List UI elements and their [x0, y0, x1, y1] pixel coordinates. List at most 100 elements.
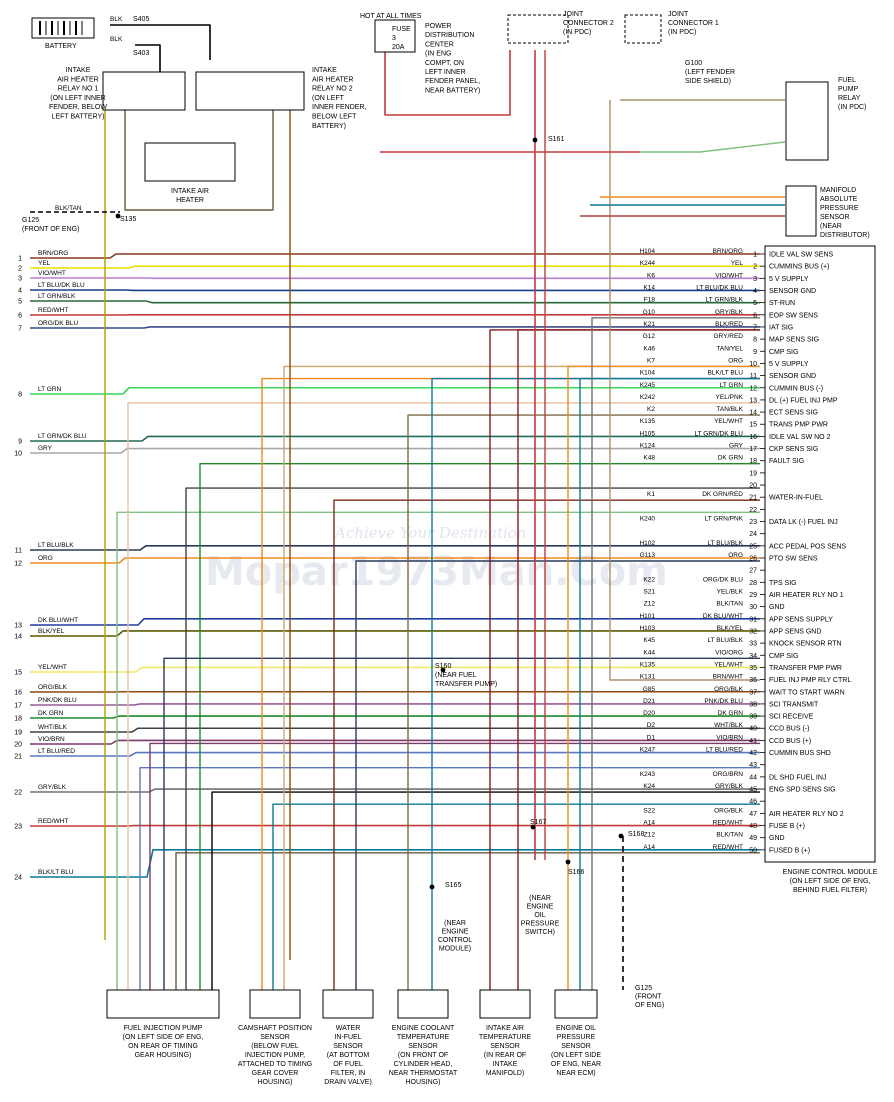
s135-label: S135 — [120, 216, 136, 223]
circuit-code: A14 — [643, 820, 655, 827]
left-wire-number: 13 — [14, 623, 22, 630]
left-wire-color: GRY/BLK — [38, 784, 67, 791]
watermark: Achieve Your Destination Mopar1973Man.Co… — [205, 524, 668, 595]
component-label: SENSOR — [333, 1043, 363, 1050]
circuit-code: D1 — [647, 734, 656, 741]
ecm-pin-function: APP SENS GND — [769, 628, 821, 635]
wire-color-label: YEL — [731, 260, 744, 267]
ecm-pin-number: 7 — [753, 324, 757, 331]
left-wire-color: DK BLU/WHT — [38, 617, 78, 624]
circuit-code: K135 — [640, 418, 656, 425]
circuit-code: H101 — [639, 613, 655, 620]
component-label: (ON LEFT SIDE OF ENG, — [123, 1034, 204, 1041]
wire-color-label: DK BLU/WHT — [703, 613, 743, 620]
wire-color-label: LT BLU/RED — [706, 747, 743, 754]
left-wire-number: 9 — [18, 439, 22, 446]
left-wire-color: LT BLU/RED — [38, 748, 75, 755]
ecm-pin-number: 34 — [749, 653, 757, 660]
heater-box — [144, 142, 236, 182]
map-sensor-label: ABSOLUTE — [820, 196, 858, 203]
left-wire-number: 24 — [14, 875, 22, 882]
wire-color-label: BLK/TAN — [55, 205, 82, 212]
ecm-pin-function: CMP SIG — [769, 349, 798, 356]
fuel-pump-relay-label: PUMP — [838, 86, 859, 93]
circuit-code: H104 — [639, 248, 655, 255]
ecm-pin-number: 47 — [749, 811, 757, 818]
ecm-pin-number: 19 — [749, 470, 757, 477]
wire-color-label: LT GRN — [720, 382, 744, 389]
component-label: CAMSHAFT POSITION — [238, 1025, 312, 1032]
ecm-note: CONTROL — [438, 937, 472, 944]
component-label: SENSOR — [260, 1034, 290, 1041]
splice-dot — [115, 213, 121, 219]
component-label: (ON LEFT SIDE — [551, 1052, 601, 1059]
left-wire-number: 23 — [14, 824, 22, 831]
left-wire-color: LT BLU/BLK — [38, 542, 74, 549]
wire-color-label: VIO/BRN — [716, 734, 743, 741]
left-wire-number: 20 — [14, 742, 22, 749]
component-label: (IN REAR OF — [484, 1052, 526, 1059]
jc2-box — [507, 14, 569, 44]
left-wire-number: 5 — [18, 299, 22, 306]
ecm-pin-function: WAIT TO START WARN — [769, 689, 845, 696]
ecm-pin-number: 35 — [749, 665, 757, 672]
component-box — [554, 989, 598, 1019]
ecm-pin-number: 25 — [749, 543, 757, 550]
ecm-pin-function: SENSOR GND — [769, 373, 816, 380]
ecm-pin-number: 1 — [753, 252, 757, 259]
component-label: (AT BOTTOM — [327, 1052, 370, 1059]
component-label: INJECTION PUMP, — [245, 1052, 305, 1059]
circuit-code: D21 — [643, 698, 655, 705]
map-sensor-label: (NEAR — [820, 223, 842, 230]
pdc-label: FENDER PANEL, — [425, 78, 480, 85]
component-label: ON REAR OF TIMING — [128, 1043, 198, 1050]
ecm-pin-function: CUMMINS BUS (+) — [769, 264, 829, 271]
circuit-code: H105 — [639, 430, 655, 437]
circuit-code: S21 — [643, 588, 655, 595]
battery-label: BATTERY — [45, 43, 77, 50]
harness-wire — [30, 253, 760, 259]
map-sensor-box — [785, 185, 817, 237]
component-label: GEAR HOUSING) — [135, 1052, 192, 1059]
component-label: IN-FUEL — [334, 1034, 361, 1041]
left-wire-number: 2 — [18, 266, 22, 273]
circuit-code: H102 — [639, 540, 655, 547]
left-wire-color: ORG/BLK — [38, 684, 68, 691]
g125b-label: (FRONT — [635, 994, 662, 1001]
wire-color-label: ORG/BLK — [714, 807, 744, 814]
s166-label: S166 — [568, 869, 584, 876]
ecm-pin-number: 18 — [749, 458, 757, 465]
jc1-label: CONNECTOR 1 — [668, 20, 719, 27]
harness-wire — [30, 715, 760, 719]
heater-label: HEATER — [176, 197, 204, 204]
sensor-wire — [127, 402, 760, 990]
sensor-wire — [591, 317, 760, 990]
ecm-pin-number: 46 — [749, 799, 757, 806]
left-wire-number: 4 — [18, 288, 22, 295]
left-wire-number: 17 — [14, 703, 22, 710]
fuel-pump-relay-label: RELAY — [838, 95, 861, 102]
ecm-pin-number: 24 — [749, 531, 757, 538]
ecm-pin-number: 39 — [749, 714, 757, 721]
ecm-pin-function: CCD BUS (-) — [769, 726, 809, 733]
ecm-box — [764, 245, 876, 863]
ecm-pin-number: 10 — [749, 361, 757, 368]
circuit-code: H103 — [639, 625, 655, 632]
ecm-title: (ON LEFT SIDE OF ENG, — [790, 878, 871, 885]
g125-label: (FRONT OF ENG) — [22, 226, 79, 233]
wire-color-label: BLK/LT BLU — [707, 370, 743, 377]
circuit-code: K135 — [640, 661, 656, 668]
wire-color-label: ORG/BLK — [714, 686, 744, 693]
relay2-label: INNER FENDER, — [312, 104, 367, 111]
circuit-code: K104 — [640, 370, 656, 377]
left-wire-number: 8 — [18, 392, 22, 399]
component-box — [397, 989, 449, 1019]
ecm-pin-number: 6 — [753, 312, 757, 319]
component-box — [249, 989, 301, 1019]
ecm-pin-function: AIR HEATER RLY NO 2 — [769, 811, 844, 818]
relay-brn-wht — [609, 100, 760, 681]
harness-wire — [30, 727, 760, 733]
static-symbols — [30, 14, 876, 1019]
circuit-code: K1 — [647, 491, 655, 498]
